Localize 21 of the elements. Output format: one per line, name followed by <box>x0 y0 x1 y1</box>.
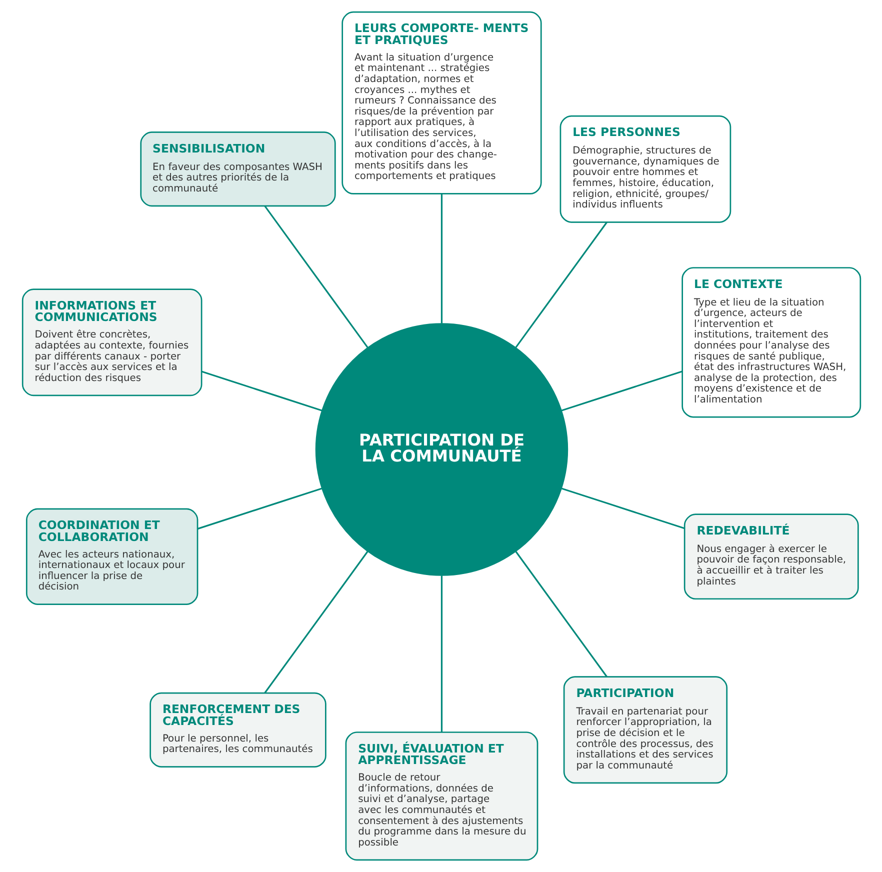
connector <box>440 194 442 324</box>
node-box: LEURS COMPORTE- MENTS ET PRATIQUES Avant la situation d’urgence et maintenant ... stratégies d’adaptation, normes et croyances ... mythes et rumeurs ? Connaissance des risques/de la prévention par rapport aux pratiques, à l’utilisation des services, aux conditions d’accès, à la motivation pour des change- ments positifs dans les comportements et pratiques <box>341 11 542 194</box>
connector <box>440 576 442 732</box>
node-box: PARTICIPATION Travail en partenariat pour renforcer l’appropriation, la prise de décision et le contrôle des processus, des installations et des services par la communauté <box>562 676 728 784</box>
node-box: INFORMATIONS ET COMMUNICATIONS Doivent être concrètes, adaptées au contexte, fournies par différents canaux - porter sur l’accès aux services et la réduction des risques <box>21 288 202 396</box>
node-box: SENSIBILISATION En faveur des composantes WASH et des autres priorités de la communauté <box>140 132 336 207</box>
connector <box>264 206 368 348</box>
connector <box>514 222 607 348</box>
node-box: LE CONTEXTE Type et lieu de la situation d’urgence, acteurs de l’intervention et institutions, traitement des données pour l’analyse des risques de santé publique, état des infrastructures WASH, analyse de la protection, des moyens d’existence et de l’alimentation <box>681 267 861 418</box>
node-box: RENFORCEMENT DES CAPACITÉS Pour le personnel, les partenaires, les communautés <box>149 692 326 768</box>
connector <box>200 370 322 412</box>
connector <box>196 488 322 530</box>
connector <box>560 488 684 530</box>
connector <box>264 551 368 694</box>
node-box: LES PERSONNES Démographie, structures de gouvernance, dynamiques de pouvoir entre hommes et femmes, histoire, éducation, religion, ethnicité, groupes/ individus influents <box>559 115 731 223</box>
node-box: SUIVI, ÉVALUATION ET APPRENTISSAGE Boucle de retour d’informations, données de suivi et d’analyse, partage avec les communautés et consentement à des ajustements du programme dans la mesure du possible <box>344 732 538 861</box>
node-box: REDEVABILITÉ Nous engager à exercer le pouvoir de façon responsable, à accueillir et à traiter les plaintes <box>683 514 858 600</box>
connector <box>560 370 682 412</box>
node-box: COORDINATION ET COLLABORATION Avec les acteurs nationaux, internationaux et locaux pour influencer la prise de décision <box>25 508 198 605</box>
node-circle: PARTICIPATION DE LA COMMUNAUTÉ <box>314 323 568 576</box>
connector <box>514 551 607 678</box>
